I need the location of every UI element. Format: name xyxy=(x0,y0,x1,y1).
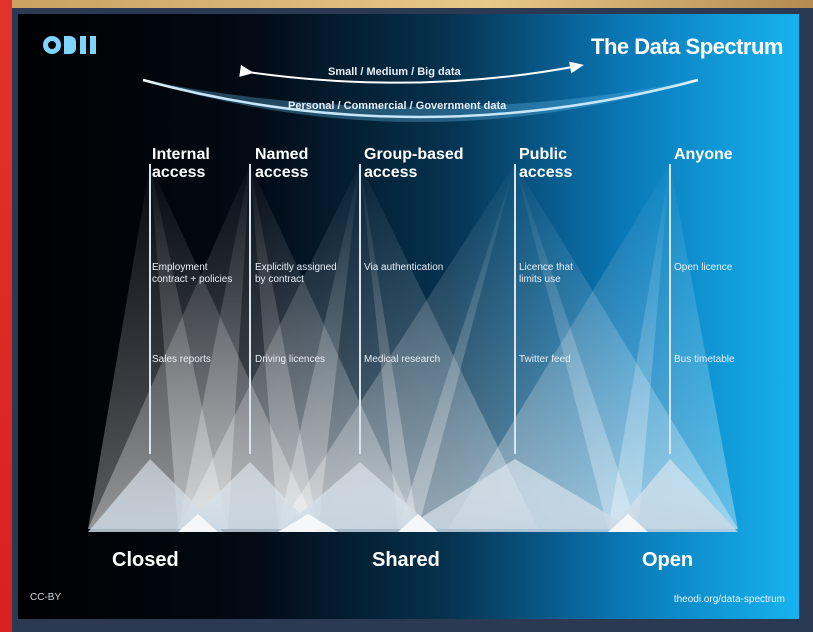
top-border-strip xyxy=(0,0,813,8)
upper-arc xyxy=(239,61,584,84)
lower-arc-band xyxy=(143,80,698,122)
spectrum-diagram xyxy=(88,61,738,532)
column-anyone-condition: Open licence xyxy=(674,262,733,273)
lower-arc-label: Personal / Commercial / Government data xyxy=(288,100,507,112)
column-internal-example: Sales reports xyxy=(152,354,211,365)
data-spectrum-slide: The Data Spectrum Small / Medium / Big d… xyxy=(18,14,799,619)
column-public-example: Twitter feed xyxy=(519,354,571,365)
lower-arc xyxy=(142,78,699,119)
upper-arc-label: Small / Medium / Big data xyxy=(328,66,461,78)
source-url: theodi.org/data-spectrum xyxy=(673,594,785,605)
left-border-strip xyxy=(0,0,12,632)
column-anyone-heading: Anyone xyxy=(674,146,733,163)
spectrum-fans xyxy=(88,164,738,529)
odi-logo-icon xyxy=(43,36,96,54)
open-label: Open xyxy=(642,549,694,571)
base-triangles xyxy=(88,459,738,532)
column-group-based-example: Medical research xyxy=(364,354,441,365)
license-badge: CC-BY xyxy=(30,592,62,603)
slide-title: The Data Spectrum xyxy=(591,34,784,59)
closed-label: Closed xyxy=(112,549,179,571)
column-lines xyxy=(149,164,671,454)
column-anyone-example: Bus timetable xyxy=(674,354,735,365)
shared-label: Shared xyxy=(372,549,440,571)
column-group-based-condition: Via authentication xyxy=(364,262,444,273)
column-named-example: Driving licences xyxy=(255,354,326,365)
